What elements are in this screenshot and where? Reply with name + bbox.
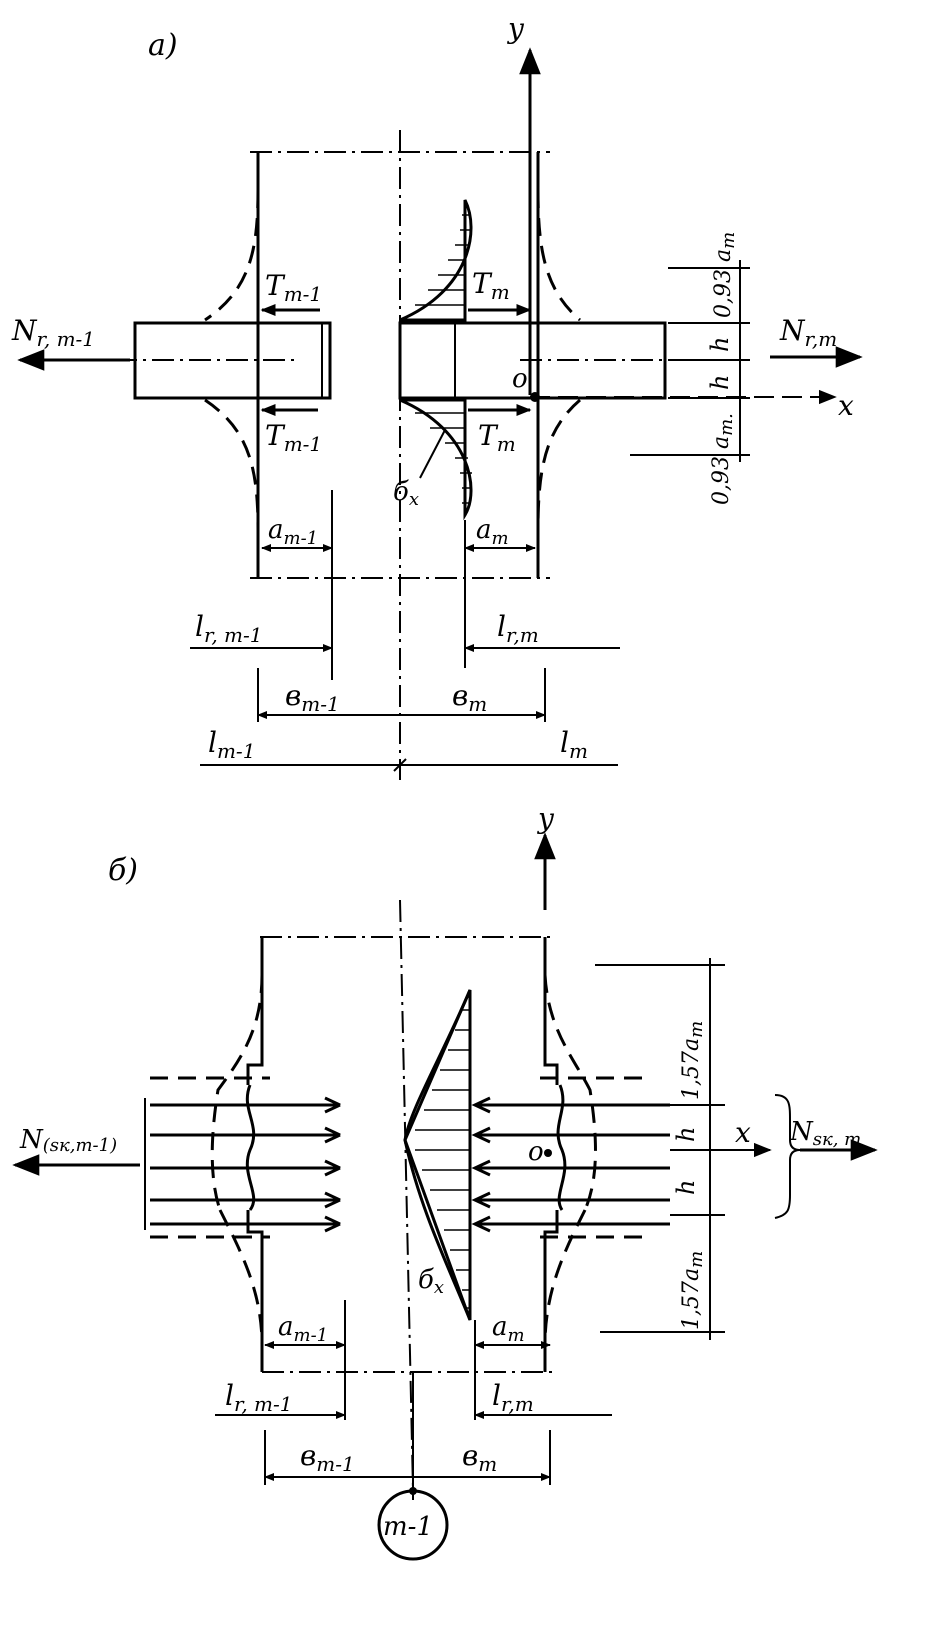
panel-a-stress-bottom xyxy=(399,398,473,521)
panel-b-bars-right xyxy=(471,1096,670,1233)
panel-a-dim-h1: h xyxy=(706,337,734,352)
panel-a-stress-leader xyxy=(419,429,446,479)
panel-a-force-left: Nr, m-1 xyxy=(11,314,95,351)
panel-b-node-point xyxy=(409,1487,417,1495)
panel-b-x-label: x xyxy=(735,1116,751,1149)
panel-b-bars-left xyxy=(144,1096,341,1233)
panel-b-node-label: m-1 xyxy=(383,1512,433,1542)
panel-b-y-label: y xyxy=(536,802,555,835)
panel-a-curve-right-top xyxy=(536,189,581,322)
panel-b-curve-right-top xyxy=(543,974,597,1211)
panel-b-wall-left xyxy=(246,937,264,1372)
panel-b-force-right: Nsк, m xyxy=(789,1117,861,1150)
panel-b-stress-diagram xyxy=(403,989,472,1321)
panel-b-origin-point xyxy=(544,1149,552,1157)
panel-b-curve-left-top xyxy=(210,974,264,1211)
panel-a-curve-left-top xyxy=(204,189,260,322)
panel-a-b-left: вm-1 xyxy=(285,679,340,716)
panel-a-a-right: am xyxy=(476,515,509,549)
panel-a-origin-label: o xyxy=(512,364,528,394)
panel-b-stress-curve xyxy=(403,989,472,1321)
panel-a-stress-label: бx xyxy=(393,477,419,510)
panel-a-curve-left-bottom xyxy=(204,398,260,531)
panel-b-dim-h2: h xyxy=(672,1180,700,1195)
panel-b-curve-right-bottom xyxy=(543,1209,587,1346)
panel-b-stress-label: бx xyxy=(418,1265,444,1298)
panel-a-shear-right-top: Tm xyxy=(472,267,510,304)
panel-b-curve-left-bottom xyxy=(218,1209,264,1346)
panel-a: а) y x xyxy=(11,12,863,780)
panel-a-shear-left-bottom: Tm-1 xyxy=(265,419,322,456)
panel-b-origin-label: o xyxy=(528,1137,544,1167)
panel-b-dim-bottom: 1,57am xyxy=(679,1251,707,1330)
panel-b-b-right: вm xyxy=(462,1439,497,1476)
panel-a-dim-l-tick xyxy=(393,758,407,772)
panel-a-dim-top: 0,93 am xyxy=(711,232,739,318)
panel-a-y-label: y xyxy=(506,12,525,45)
panel-b-b-left: вm-1 xyxy=(300,1439,355,1476)
panel-a-dim-bottom: 0,93 am. xyxy=(709,413,737,505)
panel-a-l-right: lm xyxy=(560,726,588,763)
panel-a-l-left: lm-1 xyxy=(208,726,255,763)
panel-b-a-right: am xyxy=(492,1312,525,1346)
panel-a-a-left: am-1 xyxy=(268,515,318,549)
panel-b-wall-right xyxy=(543,937,559,1372)
panel-a-stress-hatching xyxy=(415,214,472,504)
panel-a-shear-right-bottom: Tm xyxy=(478,419,516,456)
panel-b-stress-hatching xyxy=(415,1009,470,1309)
panel-a-b-right: вm xyxy=(452,679,487,716)
panel-a-curve-right-bottom xyxy=(536,398,581,531)
panel-b-label: б) xyxy=(108,853,138,888)
panel-a-origin-point xyxy=(530,392,540,402)
panel-b-center-axis xyxy=(399,899,414,1491)
panel-b-dim-top: 1,57am xyxy=(679,1021,707,1100)
panel-b-dim-h1: h xyxy=(672,1127,700,1142)
panel-a-lr-right: lr,m xyxy=(497,610,539,647)
panel-a-dim-h2: h xyxy=(706,375,734,390)
panel-b-brace xyxy=(774,1094,801,1219)
panel-a-x-label: x xyxy=(838,389,854,422)
panel-a-lr-left: lr, m-1 xyxy=(195,610,263,647)
panel-a-label: а) xyxy=(148,28,178,63)
panel-b-force-left: N(sк,m-1) xyxy=(19,1125,117,1156)
panel-b-lr-left: lr, m-1 xyxy=(225,1379,293,1416)
panel-b-lr-right: lr,m xyxy=(492,1379,534,1416)
panel-b-a-left: am-1 xyxy=(278,1312,328,1346)
panel-a-force-right: Nr,m xyxy=(779,314,837,351)
panel-a-shear-left-top: Tm-1 xyxy=(265,269,322,306)
panel-b: б) y x xyxy=(12,802,878,1561)
